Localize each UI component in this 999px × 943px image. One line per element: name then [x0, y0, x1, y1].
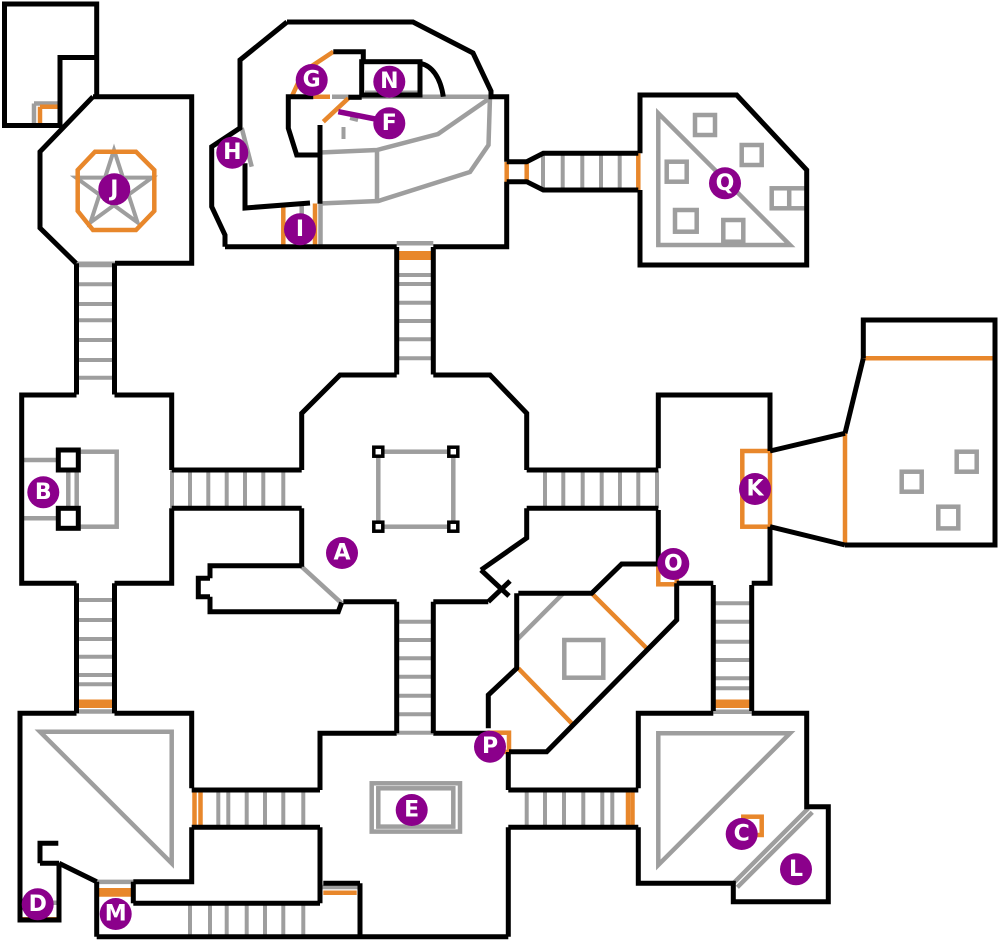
marker-h: H — [216, 136, 249, 169]
marker-d-label: D — [29, 892, 47, 917]
marker-f-label: F — [382, 111, 397, 136]
marker-j: J — [98, 173, 131, 206]
marker-q-label: Q — [716, 171, 735, 196]
marker-d-circle — [21, 888, 54, 921]
marker-o-label: O — [664, 552, 683, 577]
layer-stairs — [76, 153, 751, 937]
marker-j-label: J — [108, 177, 118, 202]
marker-k-label: K — [746, 477, 764, 502]
marker-n: N — [373, 65, 406, 98]
marker-e-circle — [395, 794, 428, 826]
marker-c-label: C — [734, 822, 750, 847]
layer-floor-details — [21, 90, 979, 905]
marker-i-circle — [284, 213, 316, 246]
marker-b: B — [27, 476, 60, 509]
marker-o: O — [657, 548, 690, 580]
marker-n-label: N — [380, 69, 398, 94]
marker-i: I — [284, 213, 316, 246]
layer-markers: A B C D E F G H I J K L M N O P Q — [21, 64, 812, 930]
marker-q: Q — [709, 167, 741, 200]
marker-l: L — [780, 853, 812, 886]
marker-a-circle — [326, 537, 358, 569]
marker-q-circle — [709, 167, 741, 200]
marker-h-label: H — [223, 140, 241, 165]
marker-a-label: A — [333, 541, 350, 566]
marker-l-circle — [780, 853, 812, 886]
marker-g-label: G — [303, 68, 321, 93]
marker-k-circle — [739, 473, 771, 505]
layer-doors — [21, 49, 995, 922]
marker-p-label: P — [482, 734, 498, 759]
marker-e: E — [395, 794, 428, 826]
marker-k: K — [739, 473, 771, 505]
marker-b-label: B — [35, 480, 52, 505]
marker-d: D — [21, 888, 54, 921]
marker-l-label: L — [789, 857, 803, 882]
marker-m-label: M — [105, 902, 127, 927]
marker-n-circle — [373, 65, 406, 98]
marker-o-circle — [657, 548, 690, 580]
marker-c: C — [725, 818, 758, 850]
marker-j-circle — [98, 173, 131, 206]
marker-i-label: I — [296, 217, 304, 242]
marker-g: G — [295, 64, 328, 96]
marker-a: A — [326, 537, 358, 569]
marker-b-circle — [27, 476, 60, 509]
marker-m: M — [99, 898, 132, 930]
marker-p-circle — [474, 730, 506, 763]
marker-p: P — [474, 730, 506, 763]
marker-f-circle — [373, 107, 406, 140]
marker-f: F — [373, 107, 406, 140]
marker-e-label: E — [404, 798, 419, 823]
marker-m-circle — [99, 898, 132, 930]
marker-g-circle — [295, 64, 328, 96]
marker-c-circle — [725, 818, 758, 850]
marker-h-circle — [216, 136, 249, 169]
